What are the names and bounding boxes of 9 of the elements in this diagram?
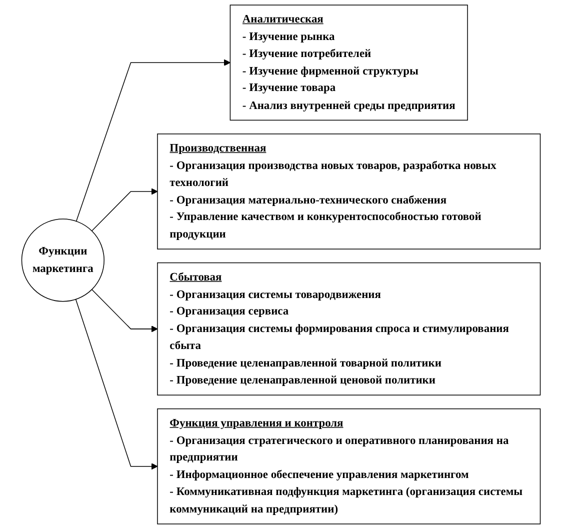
node-circle: Функции маркетинга <box>21 218 104 302</box>
arrow <box>75 298 158 470</box>
node-box: Аналитическая - Изучение рынка - Изучение потребителей - Изучение фирменной структуры - Изучение товара - Анализ внутренней среды предприятия <box>230 4 468 121</box>
arrow <box>76 59 230 222</box>
arrow <box>91 188 158 232</box>
arrow <box>91 289 158 332</box>
node-box: Сбытовая - Организация системы товародвижения - Организация сервиса - Организация системы формирования спроса и стимулирования сбыта - Проведение целенаправленной товарной политики - Проведение целенаправленной ценовой политики <box>157 262 541 396</box>
node-box: Функция управления и контроля - Организация стратегического и оперативного планирования на предприятии - Информационное обеспечение управления маркетингом - Коммуникативная подфункция маркетинга (организация системы коммуникаций на предприятии) <box>157 408 541 524</box>
node-box: Производственная - Организация производства новых товаров, разработка новых технологий - Организация материально-технического снабжения - Управление качеством и конкурентоспособностью готовой продукции <box>157 134 541 250</box>
